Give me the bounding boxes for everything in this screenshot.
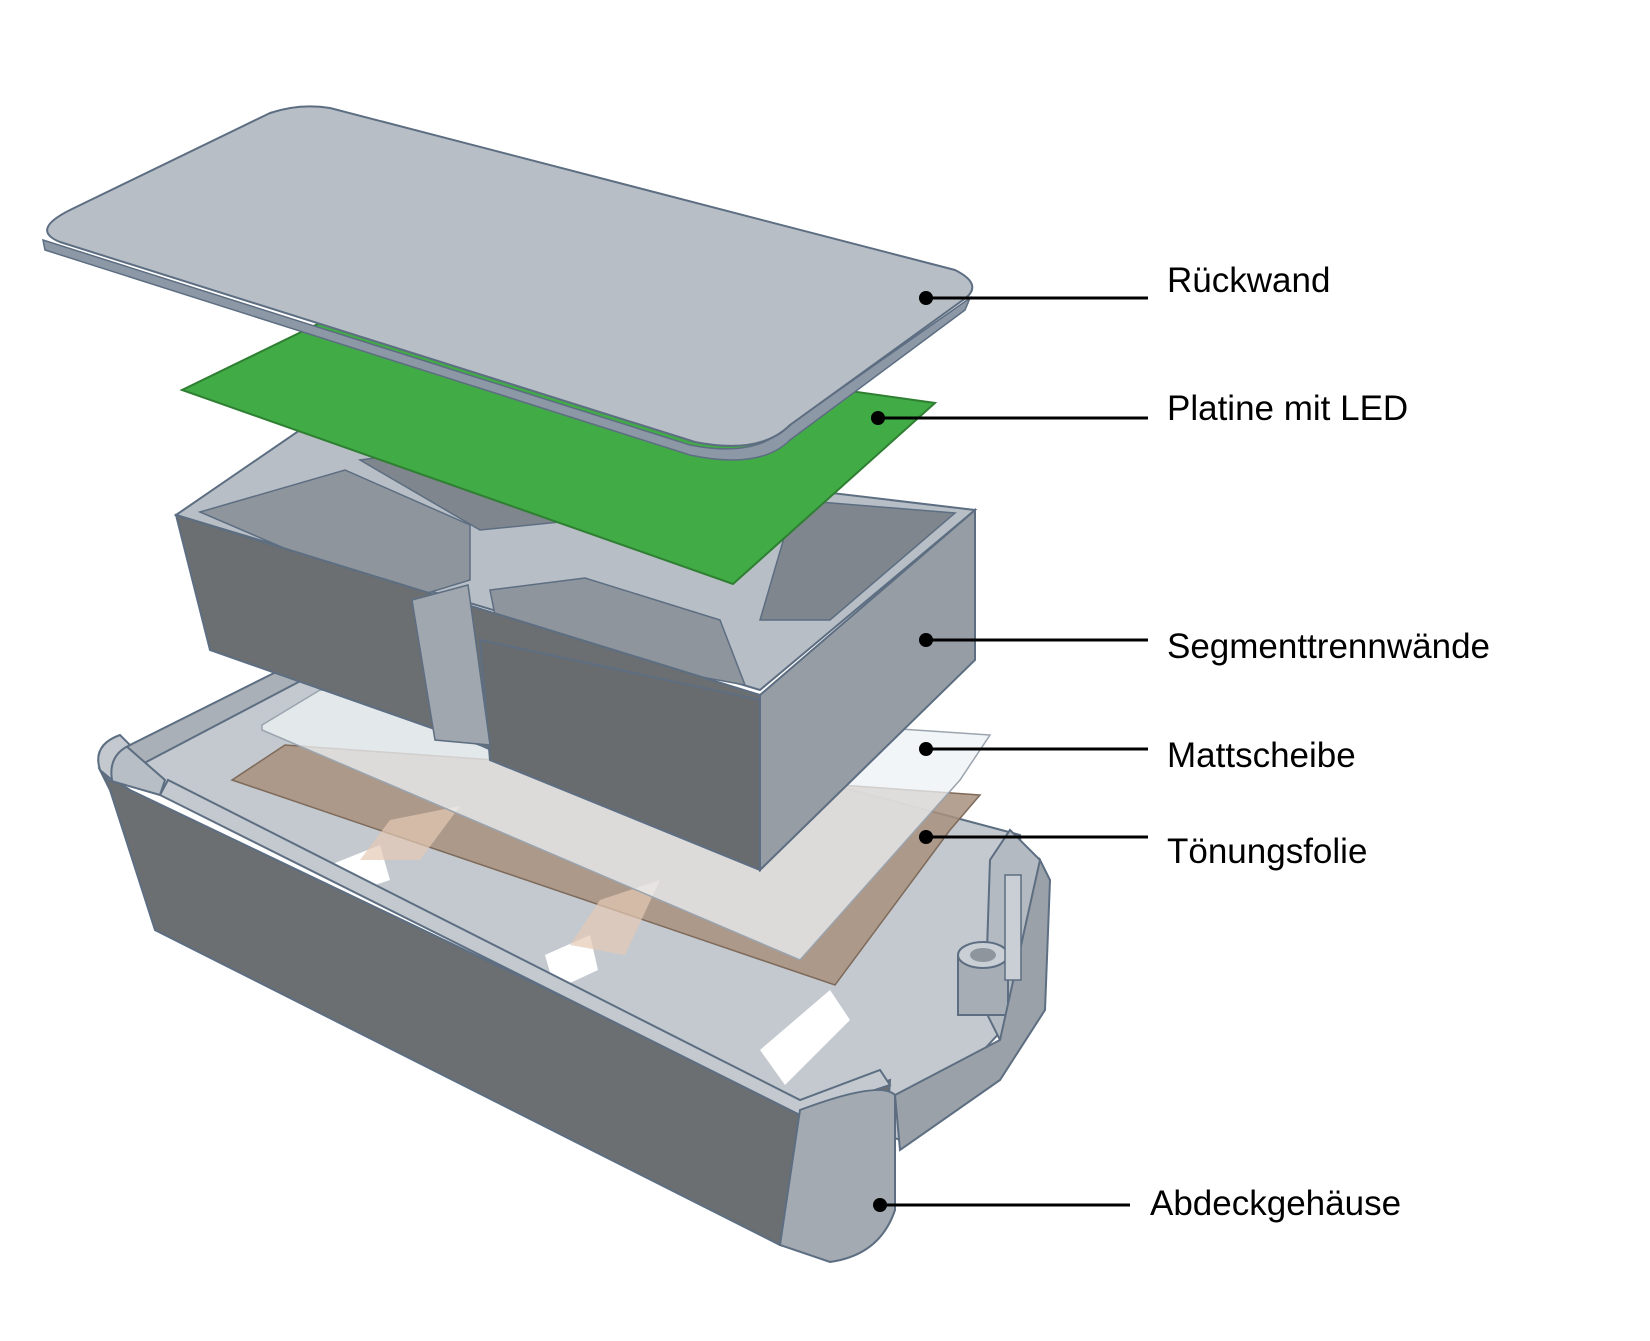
housing-slot <box>1004 874 1022 981</box>
callout-cover-housing: Abdeckgehäuse <box>873 1184 1401 1223</box>
label-pcb: Platine mit LED <box>1167 389 1408 428</box>
divider-cell-4 <box>759 499 957 621</box>
label-tint-film: Tönungsfolie <box>1167 832 1367 871</box>
floor-opening-3 <box>760 990 850 1085</box>
callout-tint-film: Tönungsfolie <box>919 830 1367 871</box>
divider-front-highlight <box>411 584 491 746</box>
callout-segment-walls: Segmenttrennwände <box>919 627 1490 666</box>
label-segment-walls: Segmenttrennwände <box>1167 627 1490 666</box>
callout-matte-glass: Mattscheibe <box>919 736 1356 775</box>
housing-end-wall <box>893 857 1052 1152</box>
callout-pcb: Platine mit LED <box>871 389 1408 428</box>
floor-opening-2 <box>545 935 598 990</box>
label-matte-glass: Mattscheibe <box>1167 736 1356 775</box>
divider-right-face <box>759 507 976 873</box>
back-wall-top <box>46 105 974 447</box>
callout-back-wall: Rückwand <box>919 261 1330 305</box>
back-wall-edge <box>42 238 972 461</box>
label-cover-housing: Abdeckgehäuse <box>1150 1184 1401 1223</box>
housing-left-end <box>97 733 132 783</box>
tint-film-highlight-1 <box>360 806 460 860</box>
housing-corner <box>778 1089 896 1264</box>
screw-post-right <box>957 941 1009 1016</box>
label-back-wall: Rückwand <box>1167 261 1330 300</box>
back-wall-plate <box>42 105 974 461</box>
tint-film-highlight-2 <box>570 880 660 955</box>
